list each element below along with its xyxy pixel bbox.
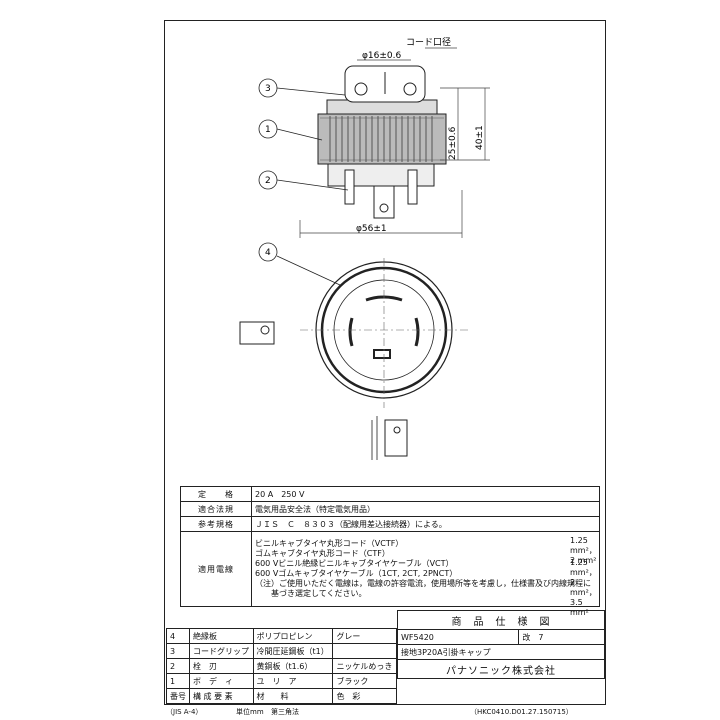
plug-side-view [317,65,447,219]
part-material: ユ リ ア [252,673,334,689]
cable-note: （注）ご使用いただく電線は，電線の許容電流，使用場所等を考慮し，仕様書及び内線規… [255,579,591,588]
dim-d56: φ56±1 [356,224,387,234]
cable-size-a: 1.25 mm²，2 mm² [570,536,597,565]
cord-hole-label: コード口径 [406,36,451,48]
part-color: ニッケルめっき [332,658,397,674]
part-material: 冷間圧延鋼板（t1） [252,643,334,659]
part-material: 黄銅板（t1.6） [252,658,334,674]
cable-item: ゴムキャブタイヤ丸形コード（CTF） [255,549,390,558]
model-number: WF5420 [396,629,520,645]
part-name: ボ デ ィ [189,673,254,689]
plug-front-view [300,258,470,408]
part-no: 4 [166,628,190,644]
balloon-4: 4 [265,248,271,258]
drawing-sheet [164,20,606,705]
balloon-1: 1 [265,125,271,135]
part-no: 2 [166,658,190,674]
spec-label: 適合法規 [180,501,252,517]
cable-list: ビニルキャブタイヤ丸形コード（VCTF） ゴムキャブタイヤ丸形コード（CTF） … [251,531,600,617]
spec-label: 定 格 [180,486,252,502]
spec-value: ＪＩＳ Ｃ ８３０３（配線用差込接続器）による。 [251,516,600,532]
footer-jis: （JIS A-4） [166,708,203,716]
footer-doc: （HKC0410.D01.27.150715） [470,708,573,716]
cable-note: 基づき選定してください。 [255,589,367,598]
spec-label: 参考規格 [180,516,252,532]
part-name: 絶縁板 [189,628,254,644]
header-no: 番号 [166,688,190,704]
part-color: ブラック [332,673,397,689]
part-no: 3 [166,643,190,659]
part-balloons [258,78,349,286]
part-material: ポリプロピレン [252,628,334,644]
cable-item: 600 Vゴムキャブタイヤケーブル（1CT, 2CT, 2PNCT） [255,569,458,578]
footer-unit: 単位mm [236,708,264,716]
dim-d16: φ16±0.6 [362,51,402,61]
part-no: 1 [166,673,190,689]
part-name: 栓 刃 [189,658,254,674]
header-material: 材 料 [252,688,334,704]
revision: 改 7 [518,629,605,645]
balloon-3: 3 [265,84,271,94]
drawing-title: 商 品 仕 様 図 [397,610,605,630]
part-name: コードグリップ [189,643,254,659]
cable-item: ビニルキャブタイヤ丸形コード（VCTF） [255,539,404,548]
header-name: 構 成 要 素 [189,688,254,704]
dimension-lines [299,47,490,238]
part-color [332,643,397,659]
product-name: 接地3P20A引掛キャップ [397,644,605,660]
dim-h40: 40±1 [475,125,485,150]
spec-value: 電気用品安全法（特定電気用品） [251,501,600,517]
company-name: パナソニック株式会社 [397,659,605,679]
spec-value: 20 A 250 V [251,486,600,502]
dim-h25: 25±0.6 [448,126,458,160]
balloon-2: 2 [265,176,271,186]
header-color: 色 彩 [332,688,397,704]
part-color: グレー [332,628,397,644]
cable-item: 600 Vビニル絶縁ビニルキャブタイヤケーブル（VCT） [255,559,454,568]
cable-label: 適用電線 [180,531,252,607]
table-header: 番号構 成 要 素材 料色 彩 [166,688,397,704]
cable-size-b: 1.25 mm²，2 mm²，3.5 mm² [570,558,597,617]
blade-detail [239,321,408,460]
footer-angle: 第三角法 [271,708,299,716]
